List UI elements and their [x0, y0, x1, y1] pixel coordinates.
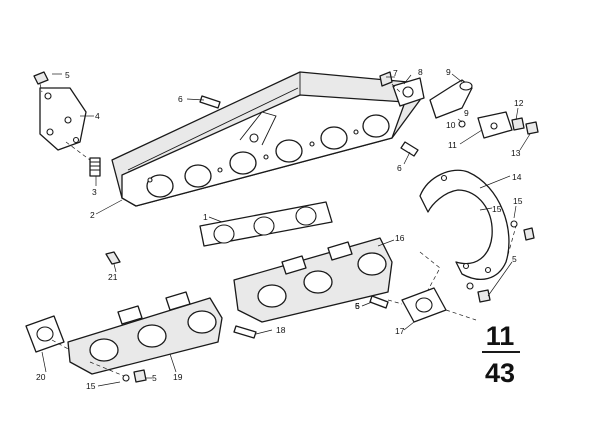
callout-16: 16: [395, 233, 405, 243]
page-number-bottom: 43: [485, 358, 515, 388]
housing-8: [392, 77, 425, 107]
stud-18: [233, 325, 257, 339]
nut-13: [525, 121, 539, 135]
callout-6-lower: 6: [355, 301, 360, 311]
callout-labels: 1 2 3 4 5 5 5 5 6 6 6 7 8 9 9 10 11 12 1…: [36, 67, 524, 391]
callout-3: 3: [92, 187, 97, 197]
intake-gasket: [199, 201, 333, 247]
callout-11: 11: [448, 140, 457, 150]
callout-5-mid: 5: [355, 301, 360, 311]
nut-5-bottom: [133, 369, 147, 383]
callout-21: 21: [108, 272, 118, 282]
callout-15-right: 15: [513, 196, 523, 206]
callout-12: 12: [514, 98, 524, 108]
stud-6-top: [199, 95, 221, 109]
callout-13: 13: [511, 148, 521, 158]
sensor-11: [477, 111, 513, 139]
plug-12: [511, 117, 525, 131]
callout-2: 2: [90, 210, 95, 220]
elbow-9: [429, 79, 473, 119]
callout-4: 4: [95, 111, 100, 121]
exhaust-manifold-lower: [67, 291, 223, 375]
page-number: 11 43: [482, 321, 520, 388]
callout-20: 20: [36, 372, 46, 382]
callout-15-bottom: 15: [86, 381, 96, 391]
heat-shield: [419, 169, 510, 280]
callout-1: 1: [203, 212, 208, 222]
nut-5-right: [523, 227, 535, 241]
fitting-7: [379, 71, 393, 87]
washer-10: [458, 120, 466, 128]
flange-gasket-17: [401, 287, 447, 323]
callout-14: 14: [512, 172, 522, 182]
callout-9-mid: 9: [464, 108, 469, 118]
callout-9-top: 9: [446, 67, 451, 77]
callout-5-top-left: 5: [65, 70, 70, 80]
callout-19: 19: [173, 372, 183, 382]
callout-5-right: 5: [512, 254, 517, 264]
callout-7: 7: [393, 68, 398, 78]
callout-8: 8: [418, 67, 423, 77]
callout-6-right: 6: [397, 163, 402, 173]
assembly-lines: [39, 83, 517, 377]
support-bracket: [39, 87, 87, 151]
washer-15-mid: [466, 282, 474, 290]
pin-21: [105, 251, 121, 265]
stud-6-lower: [369, 295, 389, 309]
washer-15-bottom: [122, 374, 130, 382]
stud-3: [89, 157, 101, 177]
page-number-top: 11: [486, 321, 515, 351]
bolt-top-left: [33, 71, 49, 85]
callout-17: 17: [395, 326, 405, 336]
leader-lines: [41, 73, 531, 387]
callout-5-bottom: 5: [152, 373, 157, 383]
flange-gasket-20: [25, 315, 65, 353]
intake-manifold: [111, 71, 421, 207]
callout-6-top: 6: [178, 94, 183, 104]
callout-18: 18: [276, 325, 286, 335]
washer-15-right: [510, 220, 518, 228]
callout-15-mid: 15: [492, 204, 502, 214]
exhaust-manifold-upper: [233, 237, 393, 323]
nut-5-mid: [477, 289, 491, 303]
stud-6-right: [400, 141, 419, 157]
callout-10: 10: [446, 120, 456, 130]
